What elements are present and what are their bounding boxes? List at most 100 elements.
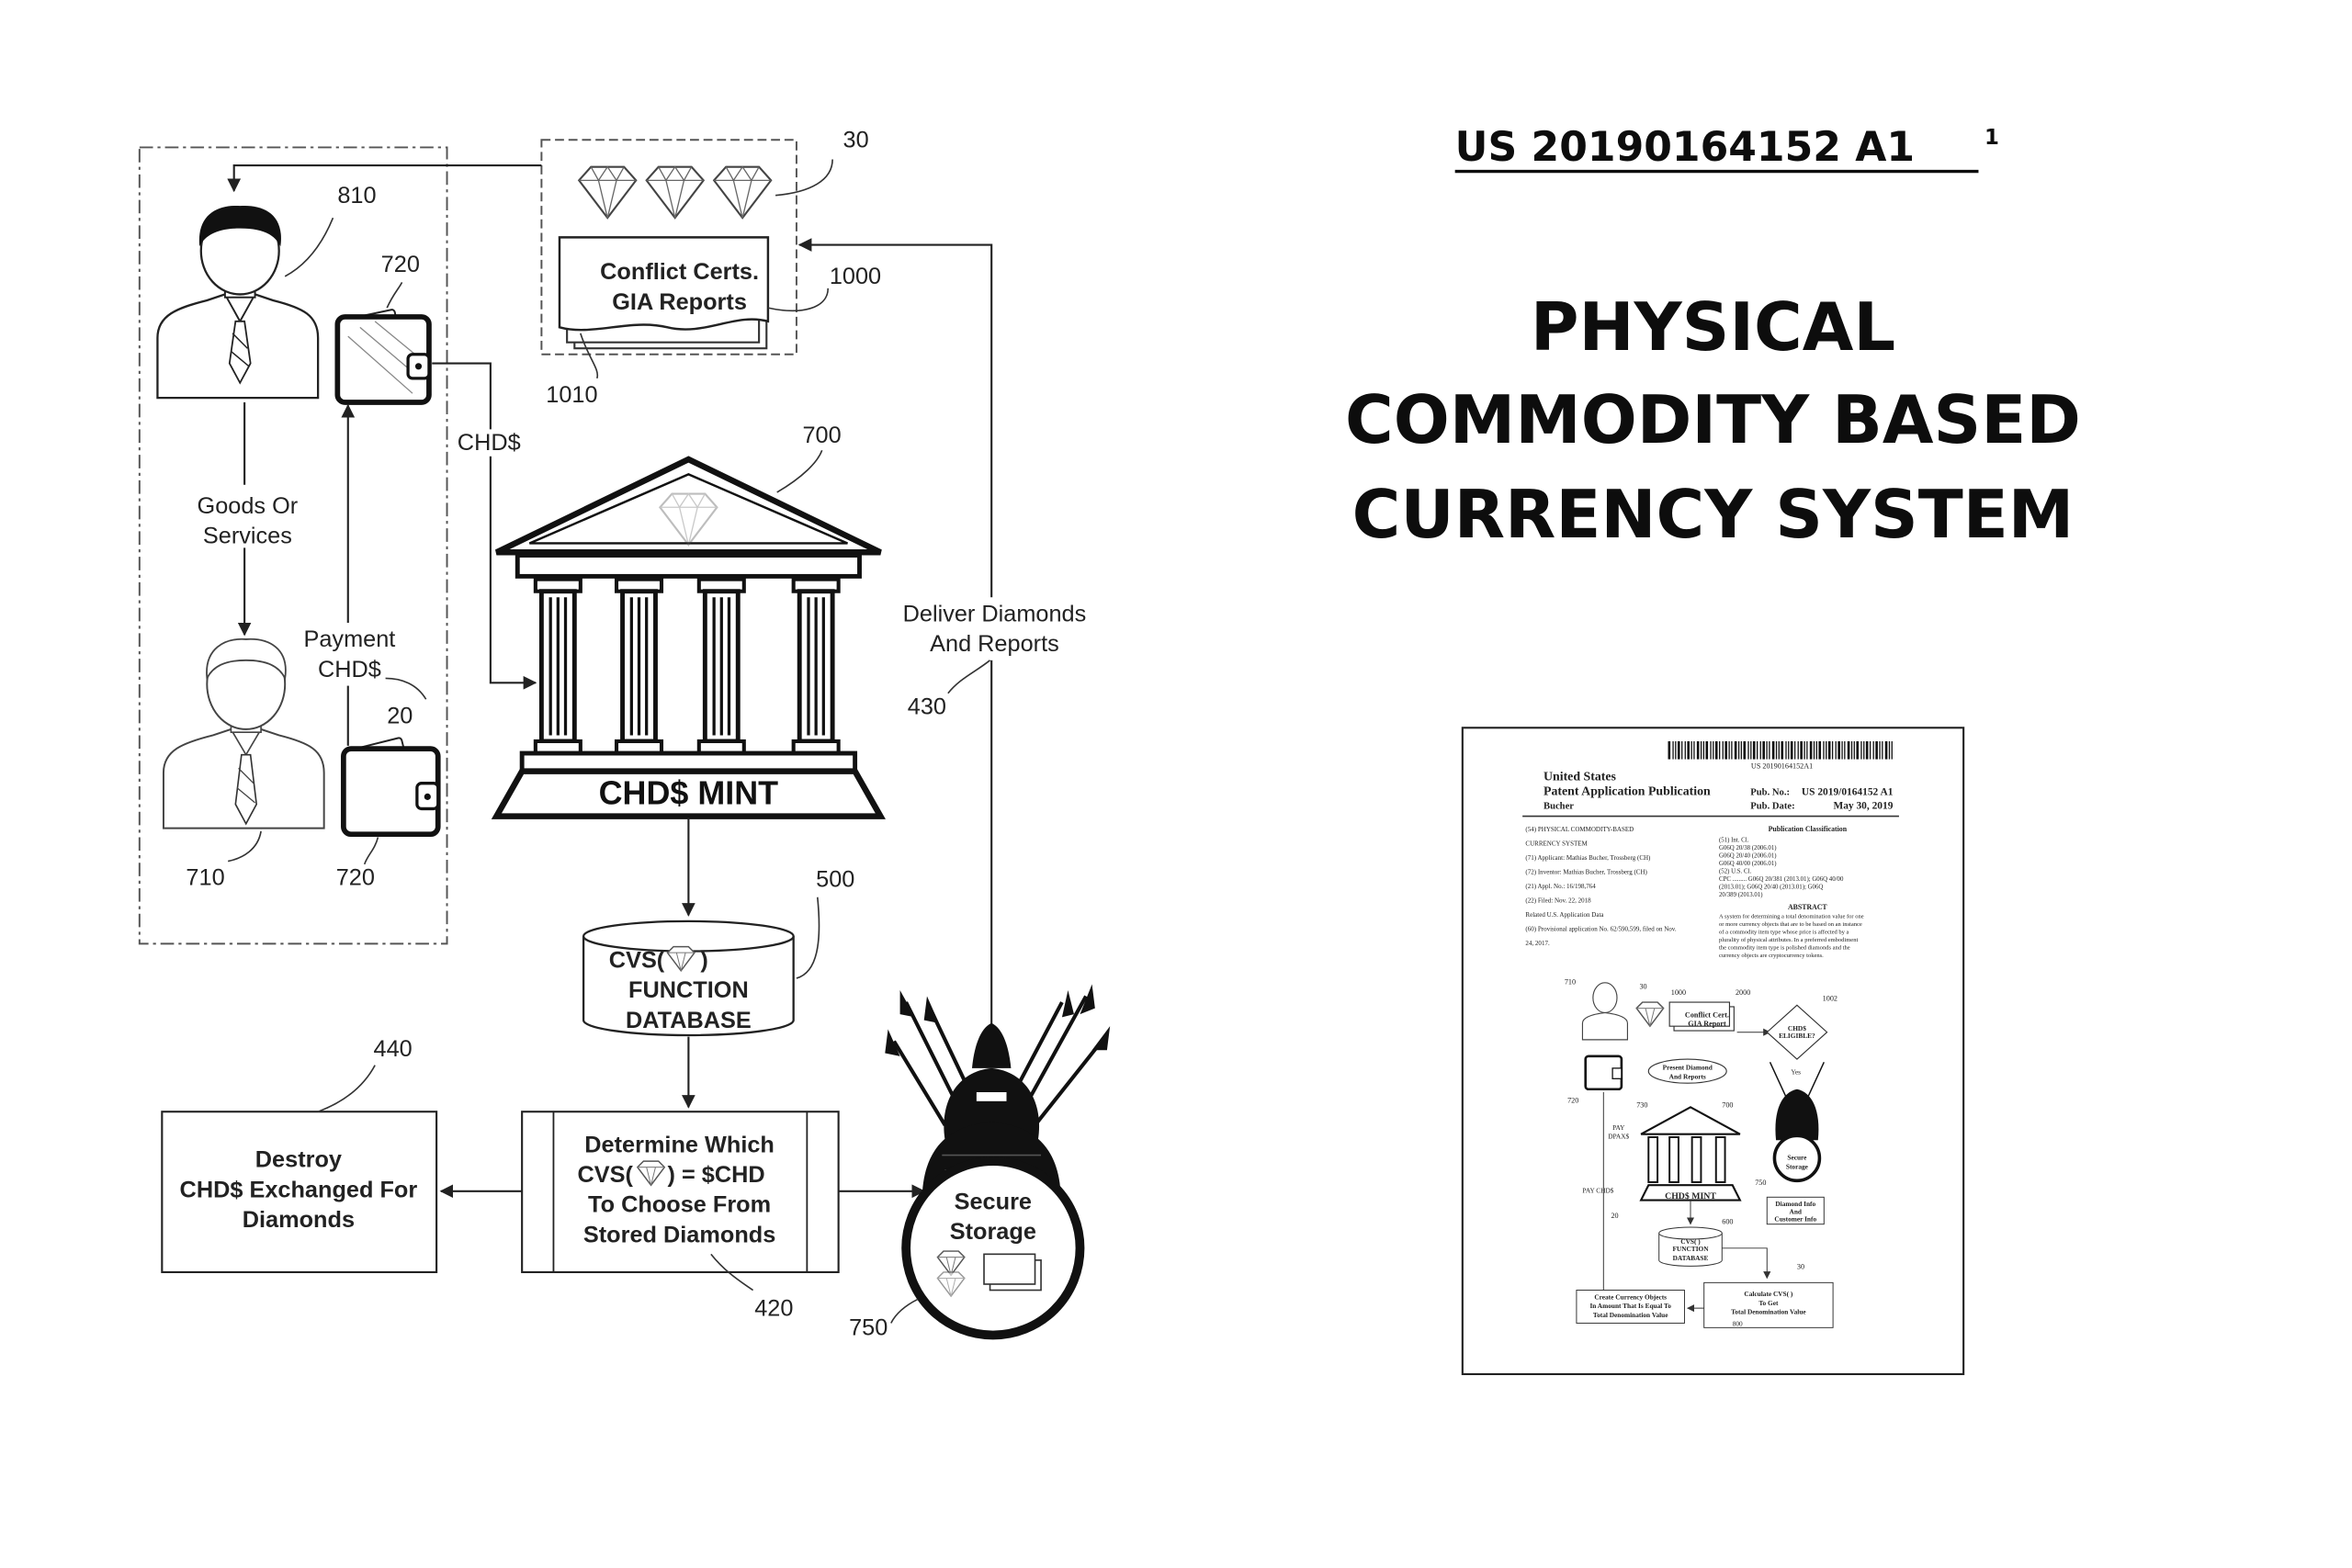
barcode-bar [1838,740,1840,760]
ref-1010: 1010 [546,382,597,408]
mini-secure-2: Storage [1786,1162,1809,1170]
mini-create-3: Total Denomination Value [1593,1311,1668,1319]
determine-line-2-suffix: ) = $CHD [668,1162,765,1188]
db-line-3: DATABASE [626,1008,752,1033]
deliver-line-2: And Reports [930,631,1059,657]
barcode-bar [1752,740,1756,760]
mini-secure-1: Secure [1787,1153,1807,1161]
barcode-bar [1702,740,1705,760]
ref-720-top: 720 [381,252,420,277]
mini-diamond-info-2: And [1790,1207,1802,1215]
barcode-bar [1743,740,1747,760]
bibliographic-field: (21) Appl. No.: 16/198,764 [1525,883,1596,890]
barcode-bar [1865,740,1869,760]
classification-field: (2013.01); G06Q 20/40 (2013.01); G06Q [1719,884,1823,890]
mini-certs-2: GIA Report [1688,1020,1726,1028]
barcode-bar [1693,740,1695,760]
abstract-text: A system for determining a total denomin… [1719,914,1864,959]
abstract-line: A system for determining a total denomin… [1719,914,1864,920]
ref-1000: 1000 [830,264,881,289]
deliver-line-1: Deliver Diamonds [903,601,1087,626]
barcode-bar [1681,740,1683,760]
bibliographic-field: Related U.S. Application Data [1525,911,1604,919]
mini-ref-720: 720 [1567,1096,1578,1104]
diamond-icon [713,165,773,220]
mint-label: CHD$ MINT [599,774,779,812]
mini-diamond-info-3: Customer Info [1774,1214,1816,1223]
classification-field: G06Q 20/38 (2006.01) [1719,845,1777,852]
barcode-bar [1757,740,1758,760]
ref-430: 430 [908,694,946,720]
mini-eligible-1: CHD$ [1788,1024,1806,1032]
barcode-bar [1728,740,1730,760]
users-enclosure [138,146,448,945]
title-line-1: PHYSICAL [1531,288,1895,366]
barcode-bar [1863,740,1865,760]
bibliographic-field: (60) Provisional application No. 62/590,… [1525,926,1676,933]
barcode-bar [1722,740,1724,760]
classification-field: 20/389 (2013.01) [1719,892,1763,898]
mini-present-2: And Reports [1669,1072,1706,1080]
barcode-bar [1827,740,1831,760]
abstract-line: plurality of physical attributes. In a p… [1719,937,1858,943]
barcode-bar [1806,740,1808,760]
abstract-heading: ABSTRACT [1788,903,1827,911]
classification-field: G06Q 20/40 (2006.01) [1719,852,1777,859]
mini-create-1: Create Currency Objects [1594,1292,1667,1301]
wallet-icon [341,737,441,838]
barcode-bar [1800,740,1803,760]
barcode-bar [1677,740,1680,760]
barcode-bar [1740,740,1743,760]
inventor-short: Bucher [1544,801,1574,811]
barcode-bar [1714,740,1718,760]
secure-line-1: Secure [955,1189,1032,1214]
barcode-bar [1775,740,1778,760]
barcode-bar [1781,740,1784,760]
mini-certs-1: Conflict Cert. [1685,1010,1729,1019]
barcode [1668,740,1893,760]
mini-figure: 710 30 1000 Conflict Cert. GIA Report 20… [1565,977,1838,1328]
person-icon [162,637,325,829]
ref-720-bottom: 720 [336,865,375,891]
barcode-bar [1700,740,1702,760]
barcode-bar [1788,740,1790,760]
barcode-bar [1690,740,1692,760]
barcode-bar [1668,740,1671,760]
barcode-bar [1734,740,1737,760]
mini-yes: Yes [1791,1067,1801,1076]
mini-mint: CHD$ MINT [1665,1191,1716,1201]
barcode-bar [1850,740,1853,760]
cvs-database: CVS( ) FUNCTION DATABASE [582,919,795,1037]
ref-420: 420 [754,1295,793,1321]
chd-arrow [432,362,537,690]
barcode-bar [1835,740,1837,760]
barcode-number: US 20190164152A1 [1751,761,1813,770]
barcode-bar [1696,740,1700,760]
barcode-bar [1823,740,1825,760]
bibliographic-field: (72) Inventor: Mathias Bucher, Trossberg… [1525,868,1647,875]
barcode-bar [1719,740,1721,760]
pub-no-label: Pub. No.: [1750,788,1790,798]
mini-ref-750: 750 [1755,1179,1766,1187]
mini-ref-800: 800 [1733,1320,1743,1328]
destroy-box: Destroy CHD$ Exchanged For Diamonds [161,1111,438,1273]
barcode-bar [1869,740,1871,760]
classification-heading: Publication Classification [1769,825,1848,833]
abstract-line: or more currency objects that are to be … [1719,921,1862,928]
determine-line-2-prefix: CVS( [578,1162,634,1188]
barcode-bar [1769,740,1770,760]
ref-500: 500 [816,866,854,892]
mini-calc-1: Calculate CVS( ) [1744,1290,1792,1298]
classification-fields: (51) Int. Cl.G06Q 20/38 (2006.01)G06Q 20… [1719,837,1844,897]
barcode-bar [1675,740,1677,760]
barcode-bar [1884,740,1888,760]
barcode-bar [1766,740,1768,760]
barcode-bar [1818,740,1822,760]
bibliographic-field: (22) Filed: Nov. 22, 2018 [1525,897,1591,904]
barcode-bar [1860,740,1862,760]
mini-calc-3: Total Denomination Value [1731,1308,1806,1316]
ref-710: 710 [186,865,224,891]
mini-ref-1002: 1002 [1823,994,1838,1002]
title-line-3: CURRENCY SYSTEM [1352,476,2075,553]
abstract-line: the commodity item type is polished diam… [1719,945,1850,952]
